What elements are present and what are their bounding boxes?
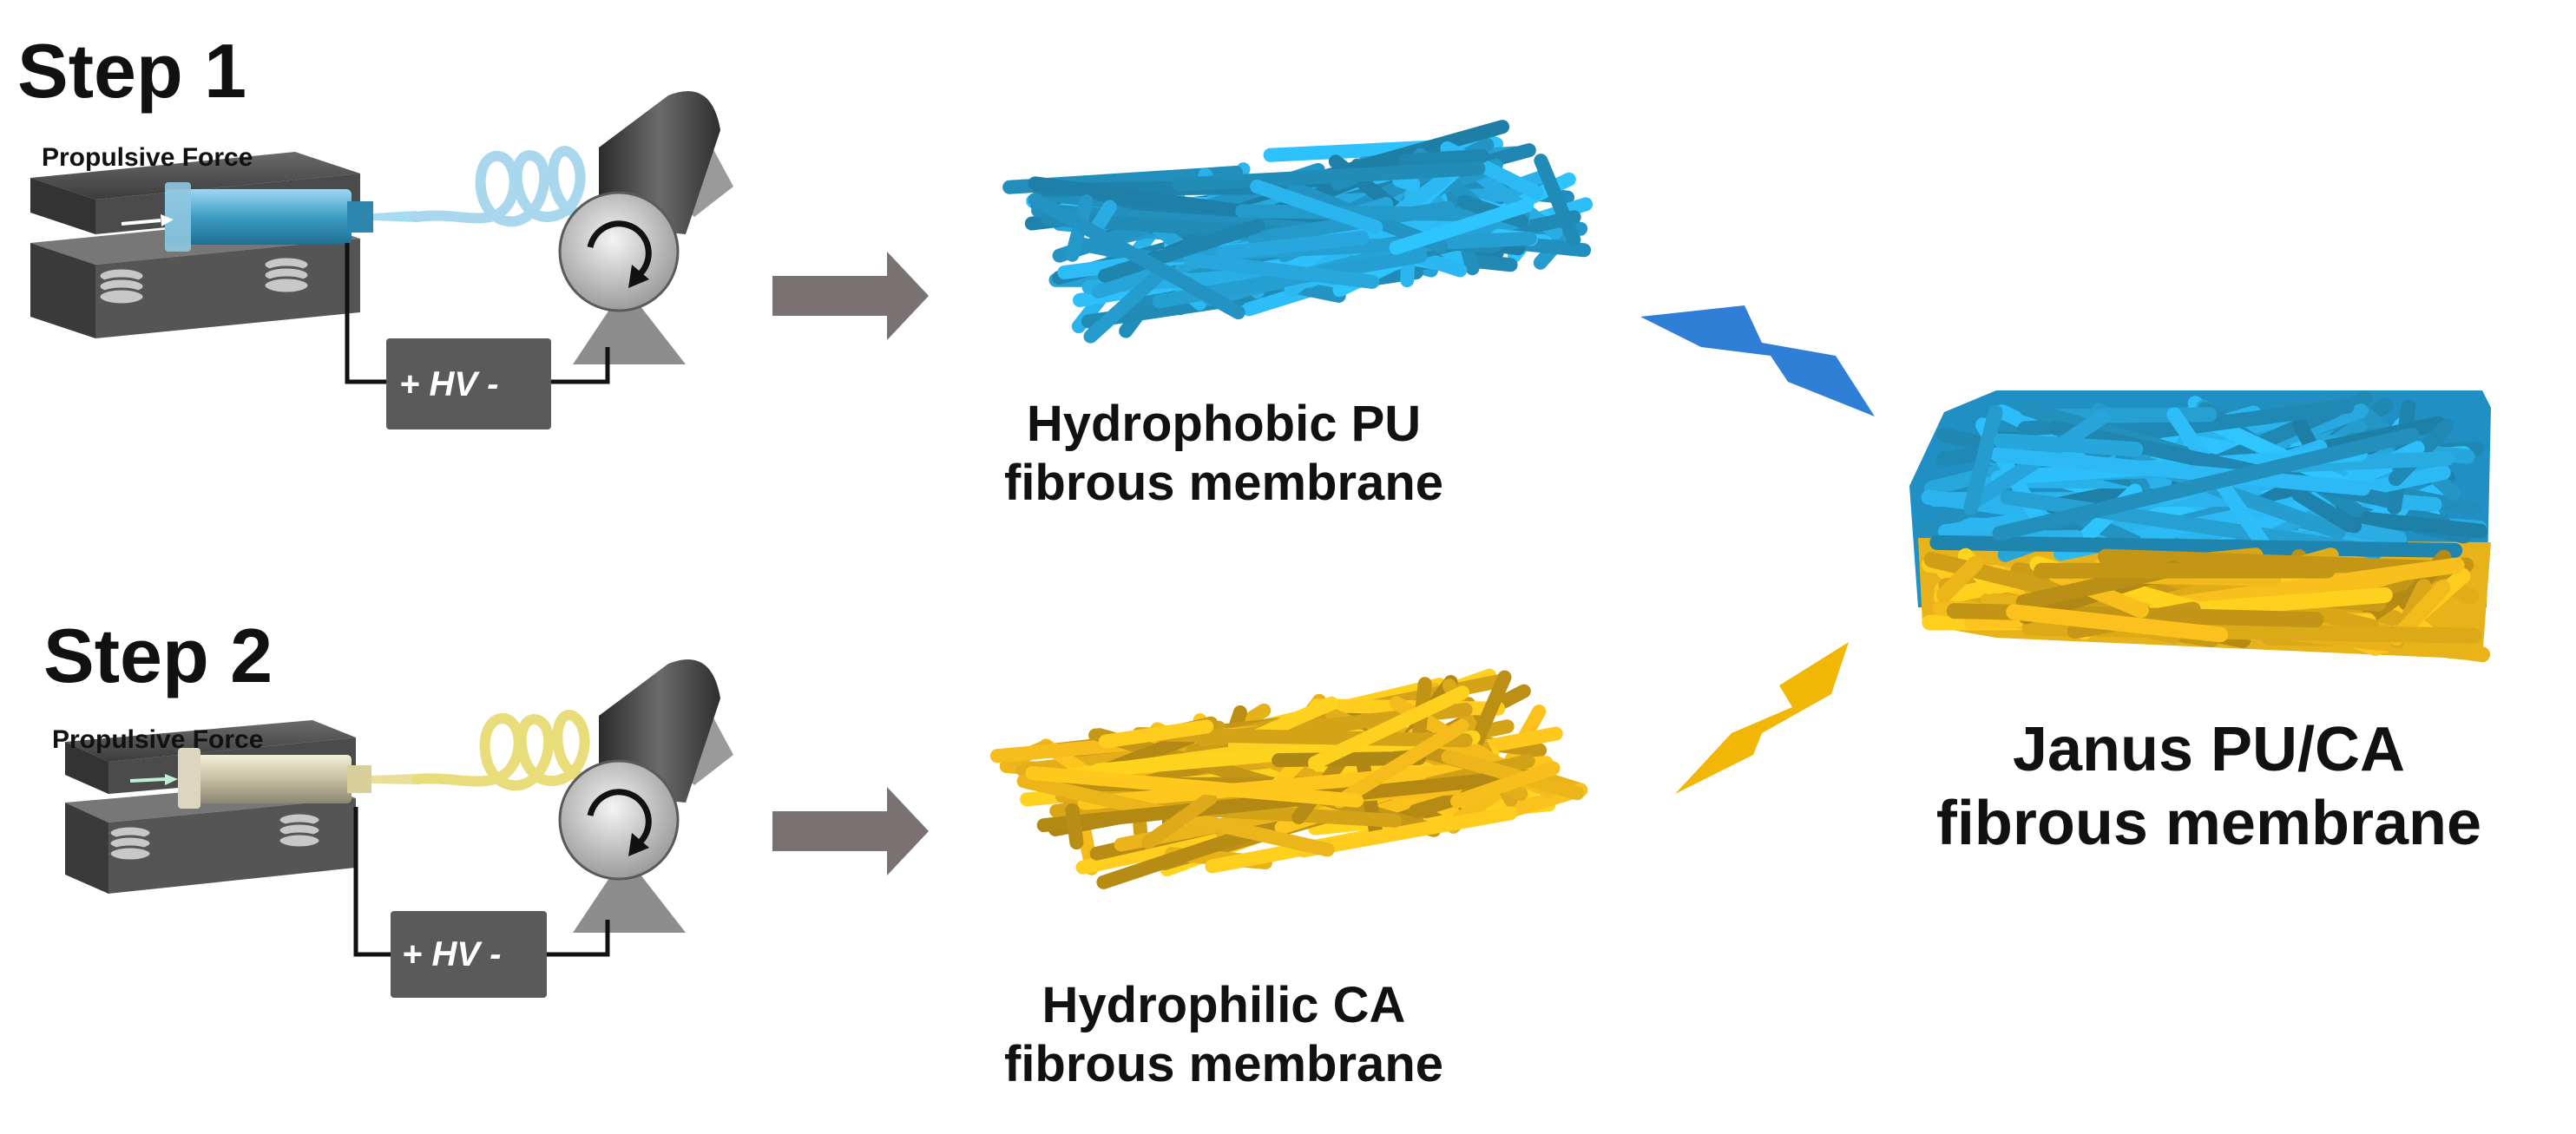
janus-pu-fiber	[1937, 542, 2455, 550]
ca-fibrous-membrane	[997, 676, 1580, 882]
pu-fiber	[1399, 180, 1413, 184]
pu-fibrous-membrane	[1009, 127, 1586, 337]
step2-title: Step 2	[43, 618, 273, 694]
pu-caption-line2: fibrous membrane	[998, 454, 1449, 513]
janus-pu-fiber	[2001, 441, 2135, 449]
step2-force-label: Propulsive Force	[52, 727, 263, 753]
step1-force-label: Propulsive Force	[42, 145, 253, 171]
electrospinning-apparatus-step1	[30, 91, 733, 429]
step1-hv-label: + HV -	[399, 367, 498, 402]
ca-caption-line2: fibrous membrane	[998, 1035, 1449, 1094]
janus-caption-line1: Janus PU/CA	[1905, 713, 2513, 787]
process-arrow-step2	[772, 787, 929, 875]
electrospinning-apparatus-step2	[65, 659, 733, 998]
process-arrow-step1	[772, 252, 929, 340]
blue-lightning-bolt	[1640, 305, 1875, 416]
janus-membrane-caption: Janus PU/CA fibrous membrane	[1905, 713, 2513, 861]
ca-caption-line1: Hydrophilic CA	[998, 976, 1449, 1035]
janus-membrane	[1909, 390, 2491, 659]
step1-title: Step 1	[17, 33, 246, 109]
step2-hv-label: + HV -	[402, 937, 501, 972]
pu-fiber	[1405, 156, 1482, 161]
pu-membrane-caption: Hydrophobic PU fibrous membrane	[998, 395, 1449, 514]
gold-lightning-bolt	[1675, 642, 1849, 794]
ca-fiber	[1072, 810, 1076, 842]
janus-caption-line2: fibrous membrane	[1905, 787, 2513, 861]
pu-caption-line1: Hydrophobic PU	[998, 395, 1449, 454]
ca-membrane-caption: Hydrophilic CA fibrous membrane	[998, 976, 1449, 1095]
janus-pu-fiber	[2058, 415, 2210, 416]
